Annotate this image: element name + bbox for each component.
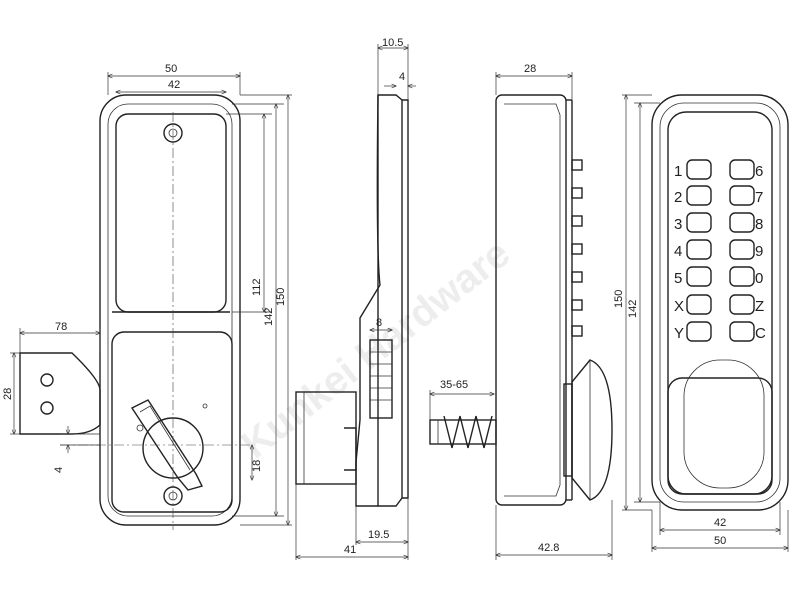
dim-42-8: 42.8	[538, 542, 559, 554]
dim-28: 28	[524, 63, 536, 75]
dim-bracket-height: 28	[2, 388, 14, 400]
latch-bracket	[19, 352, 101, 435]
dim-bracket-length: 78	[55, 321, 67, 333]
dim-19-5: 19.5	[368, 529, 389, 541]
screw-hole-bottom	[163, 486, 183, 506]
key-label-7: 7	[755, 189, 763, 206]
dim-width-outer: 50	[165, 63, 177, 75]
key-label-8: 8	[755, 216, 763, 233]
dim-10-5: 10.5	[382, 37, 403, 49]
dim-offset-4: 4	[53, 467, 65, 473]
key-label-y: Y	[674, 325, 684, 342]
key-label-3: 3	[674, 216, 682, 233]
dim-keypad-42: 42	[714, 517, 726, 529]
dim-width-inner: 42	[168, 79, 180, 91]
dim-41: 41	[344, 544, 356, 556]
key-label-9: 9	[755, 243, 763, 260]
dim-keypad-50: 50	[714, 535, 726, 547]
dim-height-112: 112	[251, 278, 263, 296]
key-label-5: 5	[674, 270, 682, 287]
key-label-1: 1	[674, 163, 682, 180]
screw-hole-top	[163, 123, 183, 143]
thumb-turn-knob	[130, 399, 204, 491]
keypad-left-column: 1 2 3 4 5 X Y	[674, 159, 712, 342]
dim-height-142: 142	[263, 308, 275, 326]
key-label-0: 0	[755, 270, 763, 287]
key-label-4: 4	[674, 243, 682, 260]
keypad-view: 1 2 3 4 5 X Y 6 7 8 9 0	[613, 94, 789, 552]
front-view: 50 42 112 142 150 18 78 28 4	[2, 63, 292, 530]
dim-keypad-142: 142	[627, 300, 639, 318]
dim-18: 18	[251, 460, 263, 472]
key-label-6: 6	[755, 163, 763, 180]
side-view-b: 28 35-65 42.8	[429, 63, 613, 560]
dim-keypad-150: 150	[613, 290, 625, 308]
key-label-z: Z	[755, 298, 764, 315]
dim-8: 8	[376, 317, 382, 329]
keypad-right-column: 6 7 8 9 0 Z C	[729, 159, 766, 342]
dim-height-150: 150	[275, 288, 287, 306]
key-label-2: 2	[674, 189, 682, 206]
key-label-c: C	[755, 325, 766, 342]
knob-profile	[571, 359, 613, 501]
dim-35-65: 35-65	[440, 379, 468, 391]
keypad-knob	[667, 377, 773, 495]
key-label-x: X	[674, 298, 684, 315]
side-view-a: 10.5 4 8 19.5 41	[295, 37, 416, 560]
dim-4: 4	[399, 71, 405, 83]
